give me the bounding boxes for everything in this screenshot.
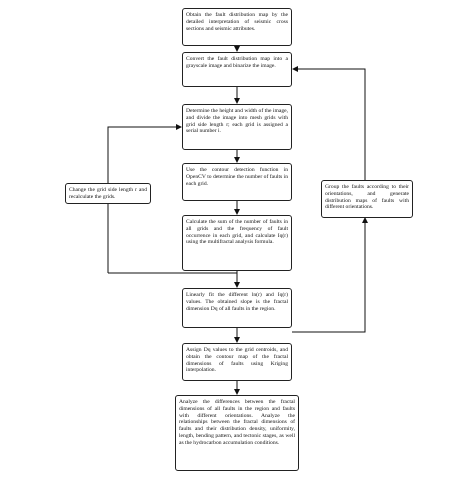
- step-8-text: Analyze the differences between the frac…: [179, 399, 295, 446]
- left-loop-text: Change the grid side length r and recalc…: [69, 187, 147, 200]
- arrow-left-loop-return: [107, 124, 182, 183]
- step-1-box: Obtain the fault distribution map by the…: [182, 8, 292, 46]
- step-7-text: Assign Dq values to the grid centroids, …: [186, 347, 288, 374]
- arrow-right-loop-up: [292, 217, 368, 333]
- step-2-text: Convert the fault distribution map into …: [186, 56, 288, 69]
- step-3-text: Determine the height and width of the im…: [186, 108, 288, 135]
- step-6-text: Linearly fit the different ln(r) and Iq(…: [186, 292, 288, 312]
- step-3-box: Determine the height and width of the im…: [182, 104, 292, 150]
- right-loop-text: Group the faults according to their orie…: [325, 184, 409, 211]
- step-4-box: Use the contour detection function in Op…: [182, 163, 292, 201]
- step-2-box: Convert the fault distribution map into …: [182, 52, 292, 87]
- left-loop-box: Change the grid side length r and recalc…: [65, 183, 151, 204]
- step-4-text: Use the contour detection function in Op…: [186, 167, 288, 187]
- step-5-box: Calculate the sum of the number of fault…: [182, 215, 292, 271]
- step-1-text: Obtain the fault distribution map by the…: [186, 12, 288, 32]
- step-5-text: Calculate the sum of the number of fault…: [186, 219, 288, 246]
- step-6-box: Linearly fit the different ln(r) and Iq(…: [182, 288, 292, 328]
- step-7-box: Assign Dq values to the grid centroids, …: [182, 343, 292, 381]
- arrow-right-loop-return: [292, 66, 366, 180]
- right-loop-box: Group the faults according to their orie…: [321, 180, 413, 218]
- step-8-box: Analyze the differences between the frac…: [175, 395, 299, 471]
